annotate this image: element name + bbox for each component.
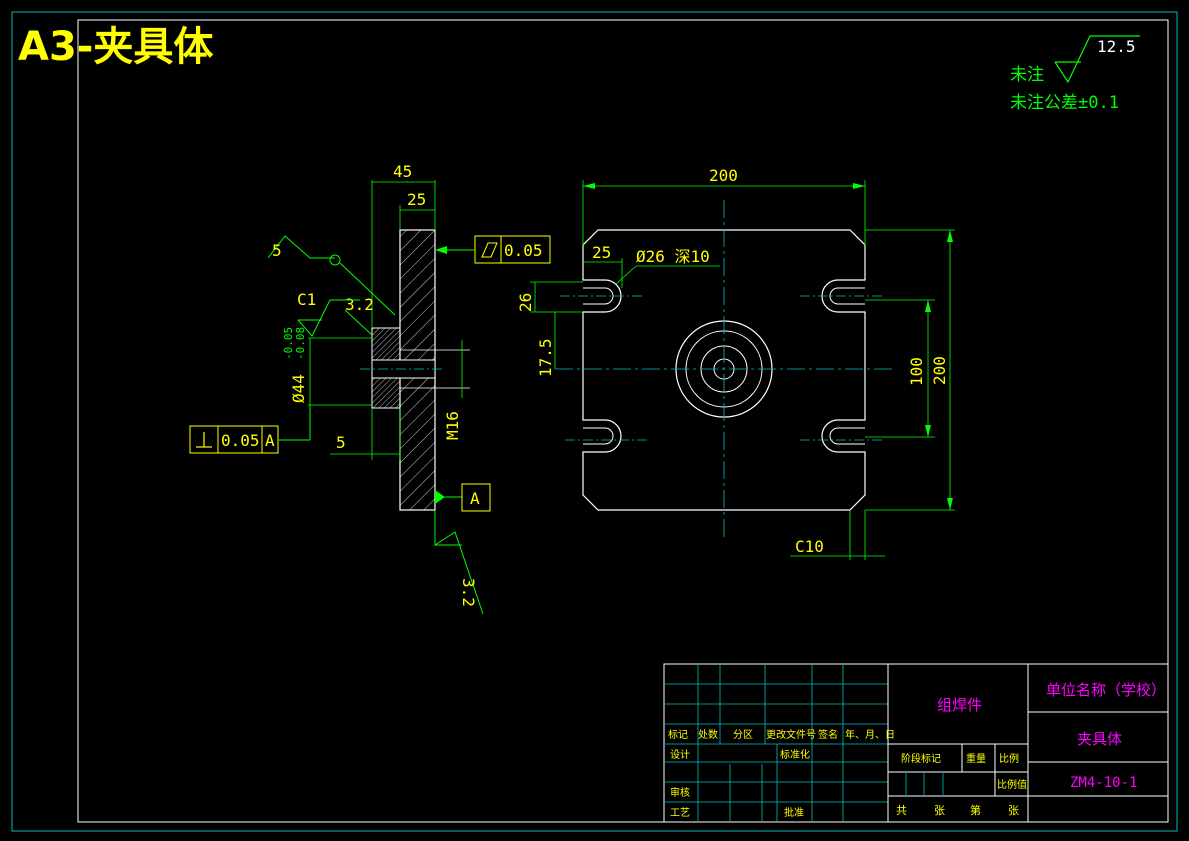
side-view: 45 25 5 C1 3.2 Ø44 -0.05 -0.08 0.05 A [189,162,551,615]
perp-datum: A [265,431,275,450]
tb-review: 审核 [670,786,690,799]
tb-process: 工艺 [670,807,690,819]
flatness-value: 0.05 [504,241,543,260]
thread-m16: M16 [443,411,462,440]
roughness-bottom: 3.2 [459,578,478,607]
dim-5-bottom: 5 [336,433,346,452]
tb-total: 共 [896,804,907,817]
tb-assembly: 组焊件 [937,696,982,714]
tb-stage-mark: 阶段标记 [901,752,941,765]
chamfer-c10: C10 [795,537,824,556]
flatness-icon [481,242,498,258]
tb-scale-value: 比例值 [997,778,1027,791]
tb-hdr-5: 年、月、日 [845,728,895,741]
datum-triangle-icon [435,490,445,504]
roughness-bottom-icon [434,510,484,615]
roughness-3-2-icon [297,299,360,337]
tol-upper: -0.05 [282,327,295,360]
title-block [663,663,1169,823]
tb-weight: 重量 [966,752,986,765]
roughness-symbol-icon [1054,35,1140,84]
tb-hdr-0: 标记 [668,729,688,741]
tolerance-note: 未注公差±0.1 [1010,93,1119,113]
roughness-label: 未注 [1010,65,1044,85]
dim-25-slot: 25 [592,243,611,262]
tb-standardize: 标准化 [780,748,810,761]
tb-sheets: 张 [934,804,945,817]
tb-design: 设计 [670,748,690,761]
tb-scale: 比例 [999,752,1019,765]
front-view: 200 200 100 25 Ø26 深10 26 17.5 C10 [516,166,955,560]
tb-part-name: 夹具体 [1077,730,1122,748]
roughness-value: 12.5 [1097,37,1136,56]
perp-value: 0.05 [221,431,260,450]
dim-45: 45 [393,162,412,181]
tb-hdr-1: 处数 [698,728,718,741]
tb-sheet-unit: 张 [1008,804,1019,817]
dim-200-width: 200 [709,166,738,185]
title-block-text: 单位名称（学校） 组焊件 夹具体 ZM4-10-1 标记 处数 分区 更改文件号… [668,681,1166,819]
dim-26: 26 [516,293,535,312]
dim-25: 25 [407,190,426,209]
counterbore-note: Ø26 深10 [636,247,710,266]
tol-lower: -0.08 [294,327,307,360]
datum-a: A [435,483,491,512]
perpendicularity-frame: 0.05 A [189,405,311,454]
tb-sheet-no: 第 [970,803,981,817]
dim-200-height: 200 [930,356,949,385]
chamfer-c1: C1 [297,290,316,309]
tb-approve: 批准 [784,806,804,819]
tb-hdr-4: 签名 [818,728,838,741]
outer-frame [11,11,1178,832]
dim-17-5: 17.5 [536,338,555,377]
flatness-frame: 0.05 [435,235,551,264]
roughness-note: 未注 12.5 未注公差±0.1 [1010,35,1140,113]
tb-drawing-no: ZM4-10-1 [1070,775,1137,791]
dim-100: 100 [907,357,926,386]
roughness-5-icon [267,235,335,259]
datum-label: A [470,489,480,508]
roughness-3-2: 3.2 [345,295,374,314]
inner-frame [77,19,1169,823]
dim-5-top: 5 [272,241,282,260]
sheet-title: A3-夹具体 [18,24,213,70]
diameter-44: Ø44 [289,374,308,403]
tb-hdr-2: 分区 [733,729,753,741]
tb-hdr-3: 更改文件号 [766,728,816,741]
tb-school: 单位名称（学校） [1046,681,1166,699]
